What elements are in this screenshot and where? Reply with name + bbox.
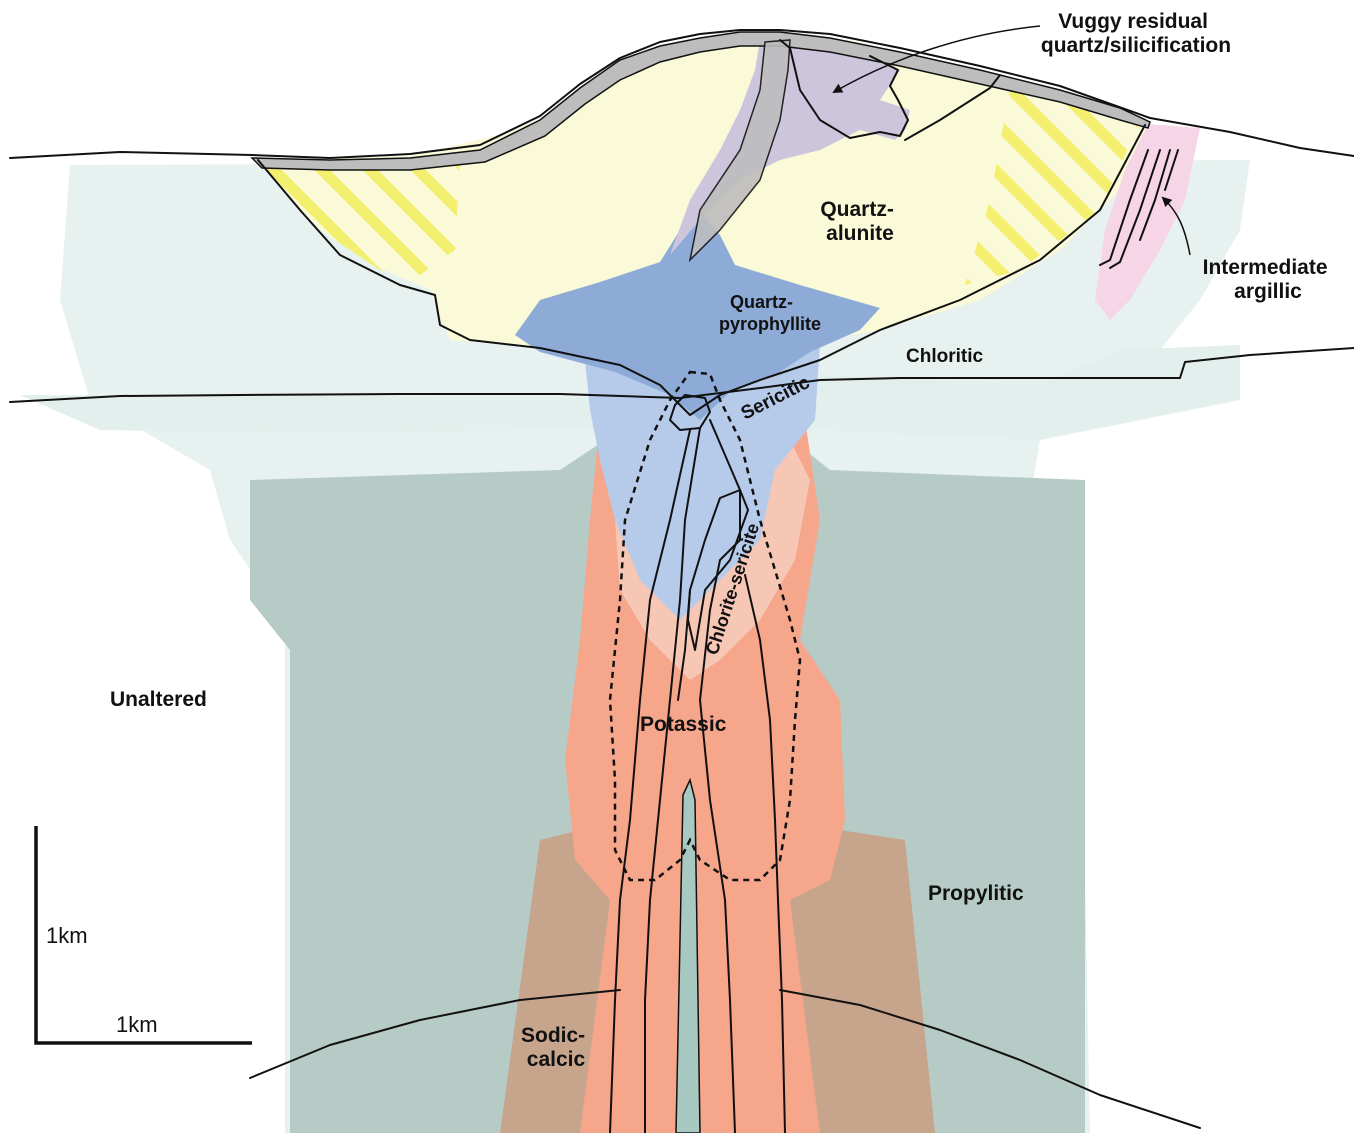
label-potassic: Potassic xyxy=(640,713,727,736)
label-quartz-alunite: Quartz- alunite xyxy=(820,198,899,245)
label-vuggy: Vuggy residual quartz/silicification xyxy=(1041,10,1231,57)
scale-bar-horizontal-label: 1km xyxy=(116,1012,158,1037)
label-sodic-calcic: Sodic- calcic xyxy=(521,1024,591,1071)
label-unaltered: Unaltered xyxy=(110,688,207,711)
label-propylitic: Propylitic xyxy=(928,882,1024,905)
label-chloritic: Chloritic xyxy=(906,346,983,367)
scale-bar-vertical-label: 1km xyxy=(46,923,88,948)
